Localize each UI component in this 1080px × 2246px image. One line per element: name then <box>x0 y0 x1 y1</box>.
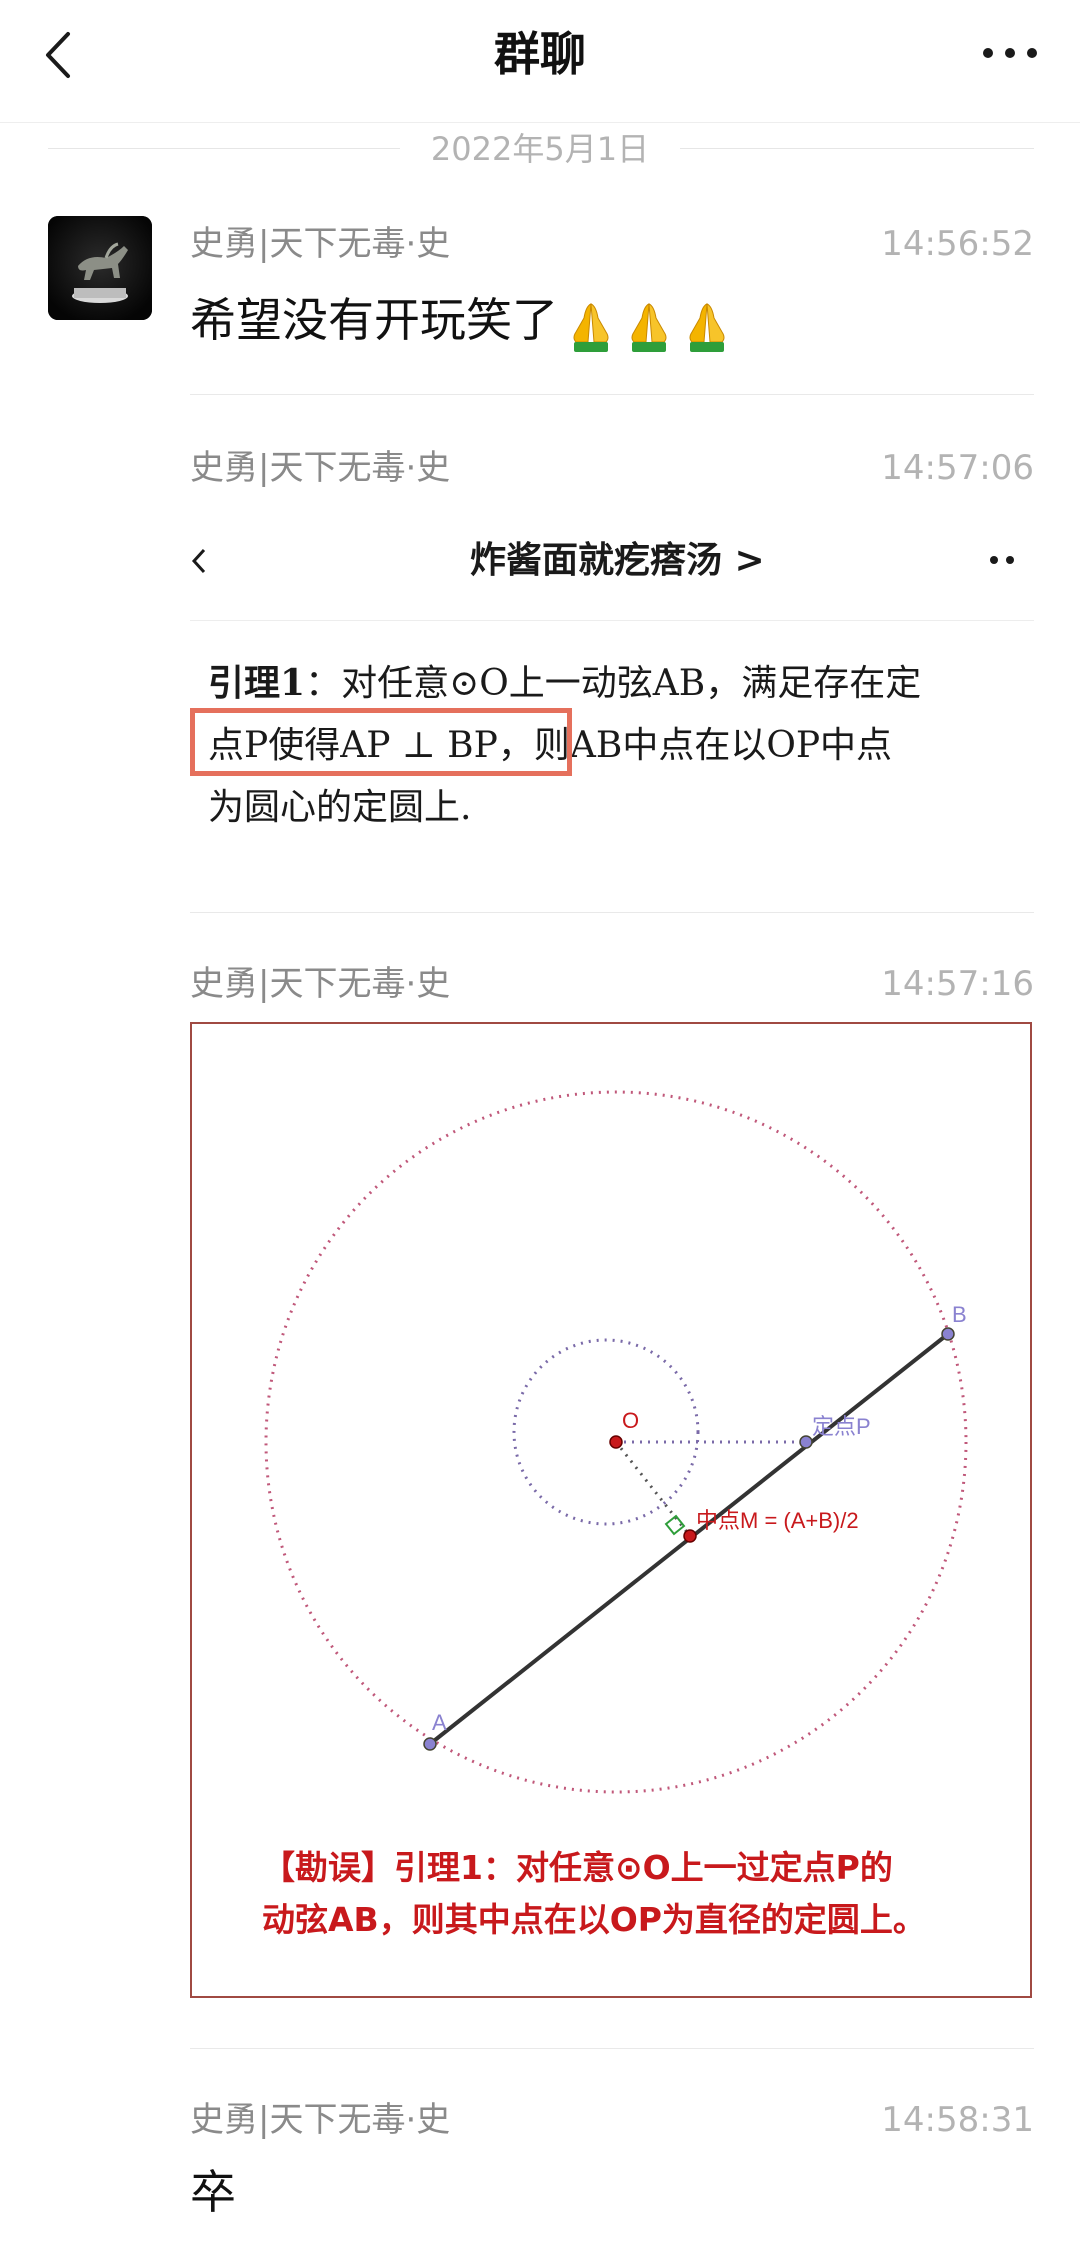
message-separator <box>190 912 1034 913</box>
sender-name: 史勇|天下无毒·史 <box>190 224 451 264</box>
chevron-left-icon <box>191 548 206 574</box>
sender-name: 史勇|天下无毒·史 <box>190 964 451 1004</box>
label-b: B <box>952 1302 967 1327</box>
message-time: 14:58:31 <box>881 2100 1034 2140</box>
message-separator <box>190 394 1034 395</box>
message-time: 14:56:52 <box>881 224 1034 264</box>
more-dots-icon <box>983 48 1037 58</box>
point-p <box>799 1435 813 1449</box>
back-button[interactable] <box>30 20 90 90</box>
locus-circle <box>512 1338 700 1526</box>
screenshot-image-message[interactable]: 炸酱面就疙瘩汤 > 引理1：对任意⊙O上一动弦AB，满足存在定 点P使得AP ⊥… <box>190 510 1034 880</box>
correction-note: 【勘误】引理1：对任意⊙O上一过定点P的 动弦AB，则其中点在以OP为直径的定圆… <box>262 1842 1022 1946</box>
divider <box>190 620 1034 621</box>
correction-line: 【勘误】引理1：对任意⊙O上一过定点P的 <box>262 1848 893 1887</box>
lemma-line: 点P使得AP ⊥ BP，则AB中点在以OP中点 <box>208 725 893 766</box>
avatar[interactable] <box>48 216 152 320</box>
date-divider: 2022年5月1日 <box>430 130 650 168</box>
message-text[interactable]: 希望没有开玩笑了 <box>190 288 736 356</box>
emoji-group <box>562 291 736 356</box>
sender-name: 史勇|天下无毒·史 <box>190 2100 451 2140</box>
message-text[interactable]: 卒 <box>190 2165 236 2219</box>
folded-hands-icon <box>689 302 725 352</box>
point-m <box>683 1529 697 1543</box>
lemma-label: 引理1 <box>208 662 306 704</box>
right-angle-mark <box>664 1514 686 1536</box>
label-a: A <box>432 1710 447 1735</box>
label-o: O <box>622 1408 639 1433</box>
divider <box>680 148 1034 149</box>
chevron-left-icon <box>46 32 70 78</box>
sender-name: 史勇|天下无毒·史 <box>190 448 451 488</box>
circle-o <box>264 1090 968 1794</box>
folded-hands-icon <box>631 302 667 352</box>
more-dots-icon <box>990 556 1014 564</box>
highlight-box <box>190 708 572 776</box>
point-o <box>609 1435 623 1449</box>
message-time: 14:57:06 <box>881 448 1034 488</box>
folded-hands-icon <box>573 302 609 352</box>
divider <box>48 148 400 149</box>
geometry-diagram: O 定点P 中点M = (A+B)/2 A B <box>264 1090 968 1794</box>
geometry-diagram-image[interactable]: O 定点P 中点M = (A+B)/2 A B 【勘误】引理1：对任意⊙O上一过… <box>190 1022 1032 1998</box>
message-text-content: 希望没有开玩笑了 <box>190 293 558 347</box>
top-nav-bar: 群聊 <box>0 0 1080 123</box>
label-m: 中点M = (A+B)/2 <box>696 1508 859 1533</box>
lemma-line: ：对任意⊙O上一动弦AB，满足存在定 <box>305 663 922 704</box>
article-title: 炸酱面就疙瘩汤 > <box>470 540 765 581</box>
lemma-text: 引理1：对任意⊙O上一动弦AB，满足存在定 点P使得AP ⊥ BP，则AB中点在… <box>208 652 1028 839</box>
more-options-button[interactable] <box>970 28 1050 78</box>
segment-om <box>614 1441 692 1537</box>
correction-line: 动弦AB，则其中点在以OP为直径的定圆上。 <box>262 1900 926 1939</box>
label-p: 定点P <box>812 1414 871 1439</box>
lemma-line: 为圆心的定圆上. <box>208 787 472 828</box>
message-separator <box>190 2048 1034 2049</box>
message-time: 14:57:16 <box>881 964 1034 1004</box>
horse-statue-avatar-icon <box>48 216 152 320</box>
point-a <box>423 1737 437 1751</box>
point-b <box>941 1327 955 1341</box>
page-title: 群聊 <box>494 27 586 81</box>
